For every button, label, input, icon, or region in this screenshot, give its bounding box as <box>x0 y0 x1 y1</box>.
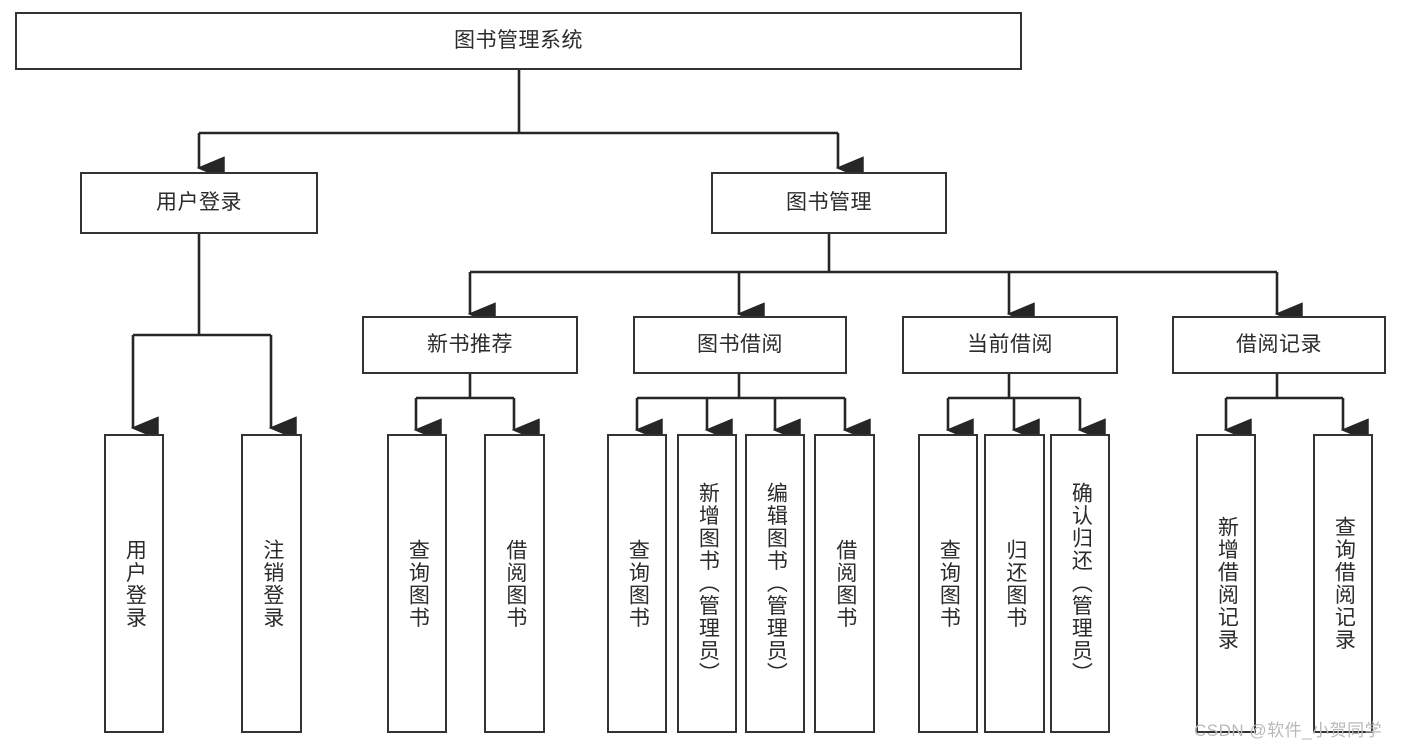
node-leaf-borrow-book-2[interactable]: 借阅图书 <box>814 434 875 733</box>
node-leaf-query-book-2[interactable]: 查询图书 <box>607 434 667 733</box>
node-new-book-rec[interactable]: 新书推荐 <box>362 316 578 374</box>
watermark-text: CSDN @软件_小贺同学 <box>1194 721 1383 740</box>
node-user-login-label: 用户登录 <box>156 191 242 215</box>
node-leaf-confirm-return-label: 确认归还（管理员） <box>1069 482 1093 685</box>
node-current-borrow[interactable]: 当前借阅 <box>902 316 1118 374</box>
node-leaf-query-book-1[interactable]: 查询图书 <box>387 434 447 733</box>
node-leaf-user-login-label: 用户登录 <box>123 538 147 629</box>
node-book-manage-label: 图书管理 <box>786 191 872 215</box>
node-leaf-query-record-label: 查询借阅记录 <box>1332 516 1356 651</box>
node-leaf-return-book-label: 归还图书 <box>1003 538 1027 629</box>
node-user-login[interactable]: 用户登录 <box>80 172 318 234</box>
node-leaf-return-book[interactable]: 归还图书 <box>984 434 1045 733</box>
node-leaf-add-record-label: 新增借阅记录 <box>1215 516 1239 651</box>
node-leaf-query-book-3-label: 查询图书 <box>937 538 961 629</box>
node-leaf-query-book-2-label: 查询图书 <box>626 538 650 629</box>
node-leaf-query-book-1-label: 查询图书 <box>406 538 430 629</box>
node-leaf-user-logout[interactable]: 注销登录 <box>241 434 302 733</box>
node-new-book-rec-label: 新书推荐 <box>427 333 513 357</box>
node-leaf-borrow-book-2-label: 借阅图书 <box>833 538 857 629</box>
node-leaf-add-book[interactable]: 新增图书（管理员） <box>677 434 737 733</box>
node-leaf-user-login[interactable]: 用户登录 <box>104 434 164 733</box>
node-book-manage[interactable]: 图书管理 <box>711 172 947 234</box>
node-leaf-query-book-3[interactable]: 查询图书 <box>918 434 978 733</box>
node-leaf-edit-book[interactable]: 编辑图书（管理员） <box>745 434 805 733</box>
node-leaf-edit-book-label: 编辑图书（管理员） <box>764 482 788 685</box>
node-root[interactable]: 图书管理系统 <box>15 12 1022 70</box>
node-book-borrow-label: 图书借阅 <box>697 333 783 357</box>
node-leaf-borrow-book-1-label: 借阅图书 <box>503 538 527 629</box>
node-leaf-user-logout-label: 注销登录 <box>260 538 284 629</box>
node-borrow-record-label: 借阅记录 <box>1236 333 1322 357</box>
node-current-borrow-label: 当前借阅 <box>967 333 1053 357</box>
node-root-label: 图书管理系统 <box>454 29 583 53</box>
node-leaf-add-record[interactable]: 新增借阅记录 <box>1196 434 1256 733</box>
node-leaf-query-record[interactable]: 查询借阅记录 <box>1313 434 1373 733</box>
node-leaf-borrow-book-1[interactable]: 借阅图书 <box>484 434 545 733</box>
node-book-borrow[interactable]: 图书借阅 <box>633 316 847 374</box>
node-borrow-record[interactable]: 借阅记录 <box>1172 316 1386 374</box>
node-leaf-confirm-return[interactable]: 确认归还（管理员） <box>1050 434 1110 733</box>
node-leaf-add-book-label: 新增图书（管理员） <box>696 482 720 685</box>
